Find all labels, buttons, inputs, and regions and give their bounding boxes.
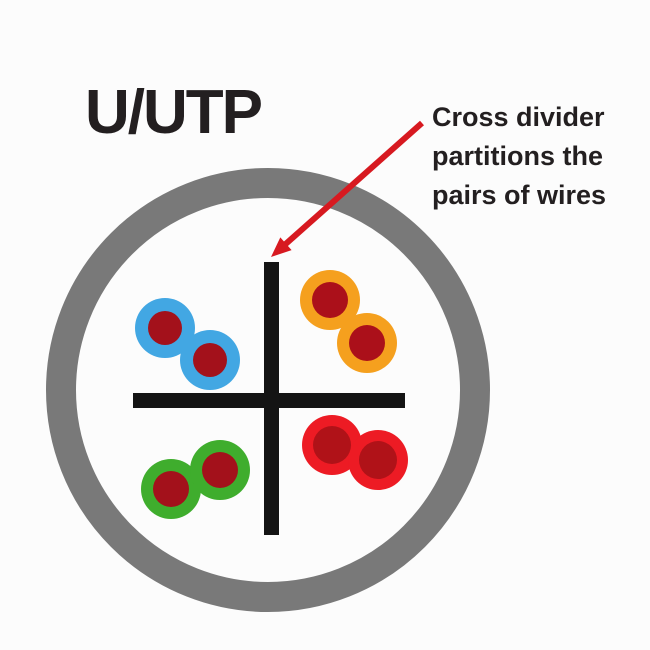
annotation-line-3: pairs of wires [432,180,607,210]
blue-pair-wire-1-conductor [148,311,182,345]
green-pair-wire-1-conductor [153,471,189,507]
red-pair-wire-2-conductor [359,441,397,479]
annotation-line-2: partitions the [432,141,604,171]
green-pair-wire-2-conductor [202,452,238,488]
blue-pair-wire-2-conductor [193,343,227,377]
pointer-arrow-line [280,120,424,249]
pointer-arrow-head [271,237,292,257]
orange-pair-wire-2-conductor [349,325,385,361]
annotation-text: Cross divider partitions the pairs of wi… [432,98,637,215]
cable-jacket-ring [46,168,490,612]
cross-divider-horizontal-bar [133,393,405,408]
page-title: U/UTP [85,78,263,147]
annotation-line-1: Cross divider [432,102,605,132]
red-pair-wire-1-conductor [313,426,351,464]
orange-pair-wire-1-conductor [312,282,348,318]
